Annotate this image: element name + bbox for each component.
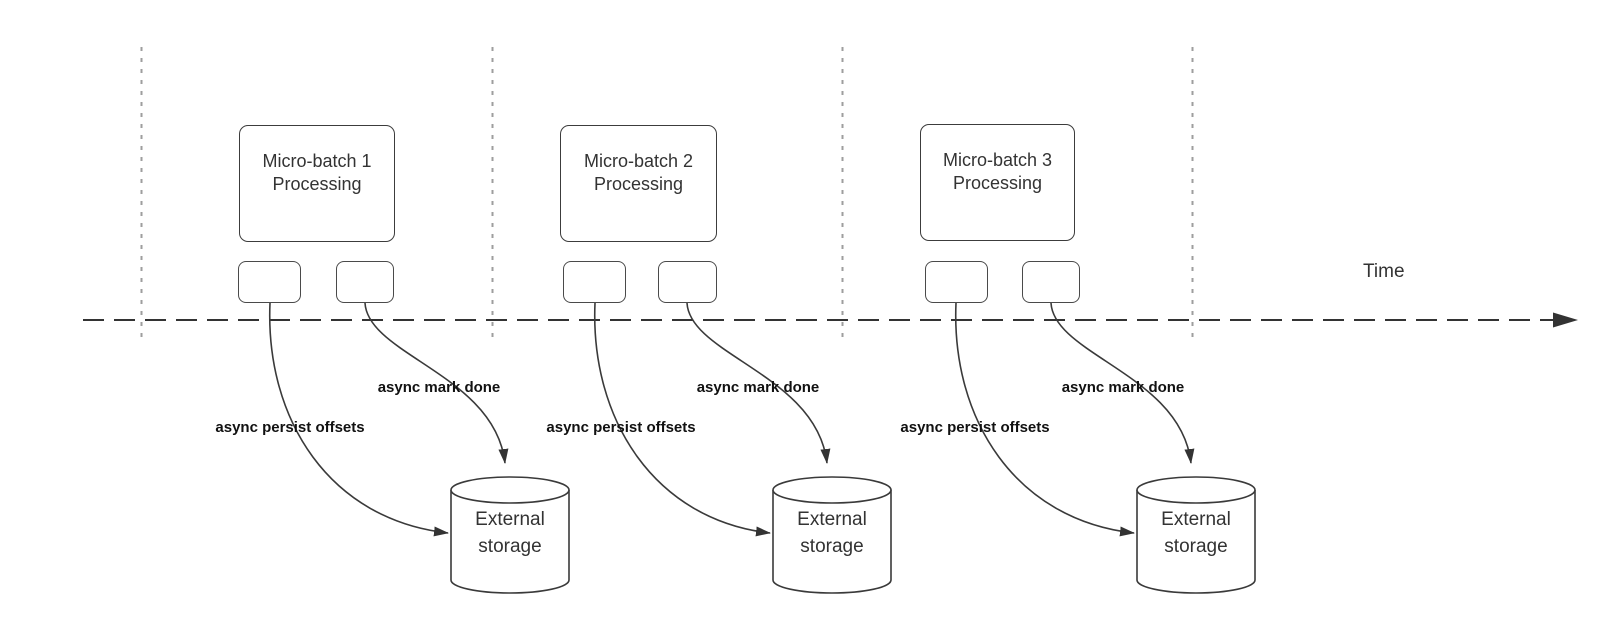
mark-done-arrow-1 xyxy=(364,302,509,464)
persist-offsets-arrow-1 xyxy=(268,302,449,537)
database-cylinder-icon-3 xyxy=(1136,476,1256,594)
database-cylinder-icon-1 xyxy=(450,476,570,594)
offsets-task-box-2 xyxy=(563,261,626,303)
microbatch-1-label: Micro-batch 1 Processing xyxy=(262,150,372,194)
mark-done-label-3: async mark done xyxy=(1061,379,1185,396)
microbatch-2-box: Micro-batch 2 Processing xyxy=(560,125,717,242)
mark-done-label-2: async mark done xyxy=(696,379,820,396)
mark-done-label-1: async mark done xyxy=(377,379,501,396)
markdone-task-box-1 xyxy=(336,261,394,303)
mark-done-arrow-3 xyxy=(1050,302,1195,464)
persist-offsets-label-2: async persist offsets xyxy=(546,419,696,436)
microbatch-1-box: Micro-batch 1 Processing xyxy=(239,125,395,242)
persist-offsets-arrow-2 xyxy=(593,302,771,537)
external-storage-label-2: External storage xyxy=(797,509,867,557)
markdone-task-box-3 xyxy=(1022,261,1080,303)
offsets-task-box-3 xyxy=(925,261,988,303)
time-axis-label: Time xyxy=(1363,261,1405,282)
persist-offsets-label-1: async persist offsets xyxy=(215,419,365,436)
external-storage-label-1: External storage xyxy=(475,509,545,557)
persist-offsets-arrow-3 xyxy=(954,302,1135,537)
markdone-task-box-2 xyxy=(658,261,717,303)
microbatch-3-box: Micro-batch 3 Processing xyxy=(920,124,1075,241)
timeline-arrowhead-icon xyxy=(1553,312,1578,328)
persist-offsets-label-3: async persist offsets xyxy=(900,419,1050,436)
microbatch-3-label: Micro-batch 3 Processing xyxy=(942,149,1053,193)
external-storage-label-3: External storage xyxy=(1161,509,1231,557)
database-cylinder-icon-2 xyxy=(772,476,892,594)
offsets-task-box-1 xyxy=(238,261,301,303)
mark-done-arrow-2 xyxy=(686,302,831,464)
microbatch-2-label: Micro-batch 2 Processing xyxy=(583,150,694,194)
